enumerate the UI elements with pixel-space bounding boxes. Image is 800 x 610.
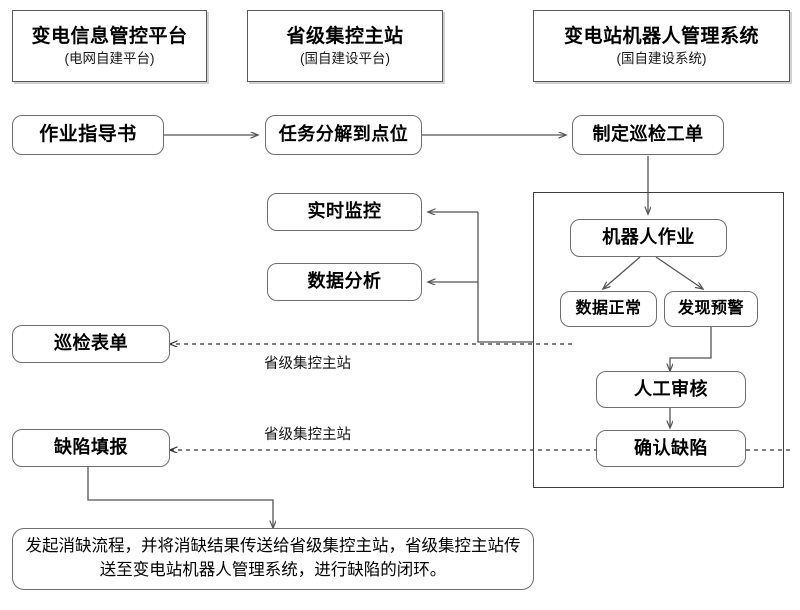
edge-label-to-inspection-form: 省级集控主站 [264, 356, 351, 372]
header-box-robot-management-system[interactable]: 变电站机器人管理系统 (国自建设系统) [533, 10, 790, 82]
node-create-work-order[interactable]: 制定巡检工单 [572, 115, 724, 155]
edge-defect-report-to-summary [87, 466, 273, 528]
node-alarm-found[interactable]: 发现预警 [664, 291, 758, 327]
node-realtime-monitor[interactable]: 实时监控 [267, 193, 422, 231]
robot-system-group-panel [533, 192, 784, 488]
header-subtitle: (电网自建平台) [64, 50, 155, 66]
node-defect-report[interactable]: 缺陷填报 [12, 429, 170, 467]
header-title: 变电信息管控平台 [31, 25, 188, 47]
header-subtitle: (国自建设系统) [616, 50, 707, 66]
node-task-decompose[interactable]: 任务分解到点位 [265, 115, 422, 155]
node-inspection-form[interactable]: 巡检表单 [12, 325, 170, 363]
edge-panel-to-left-trunk [477, 212, 533, 343]
node-robot-operation[interactable]: 机器人作业 [570, 219, 727, 257]
header-subtitle: (国自建设平台) [300, 50, 390, 66]
header-box-substation-info-platform[interactable]: 变电信息管控平台 (电网自建平台) [12, 10, 207, 82]
header-box-provincial-control-station[interactable]: 省级集控主站 (国自建设平台) [247, 10, 443, 82]
node-data-analysis[interactable]: 数据分析 [267, 263, 422, 301]
header-title: 省级集控主站 [286, 25, 404, 47]
node-manual-review[interactable]: 人工审核 [596, 371, 746, 408]
node-data-normal[interactable]: 数据正常 [560, 291, 657, 327]
node-work-instruction[interactable]: 作业指导书 [12, 115, 164, 155]
node-confirm-defect[interactable]: 确认缺陷 [596, 430, 746, 467]
summary-text-box[interactable]: 发起消缺流程，并将消缺结果传送给省级集控主站，省级集控主站传送至变电站机器人管理… [12, 528, 534, 590]
edge-label-to-defect-report: 省级集控主站 [264, 427, 351, 443]
header-title: 变电站机器人管理系统 [563, 25, 759, 47]
